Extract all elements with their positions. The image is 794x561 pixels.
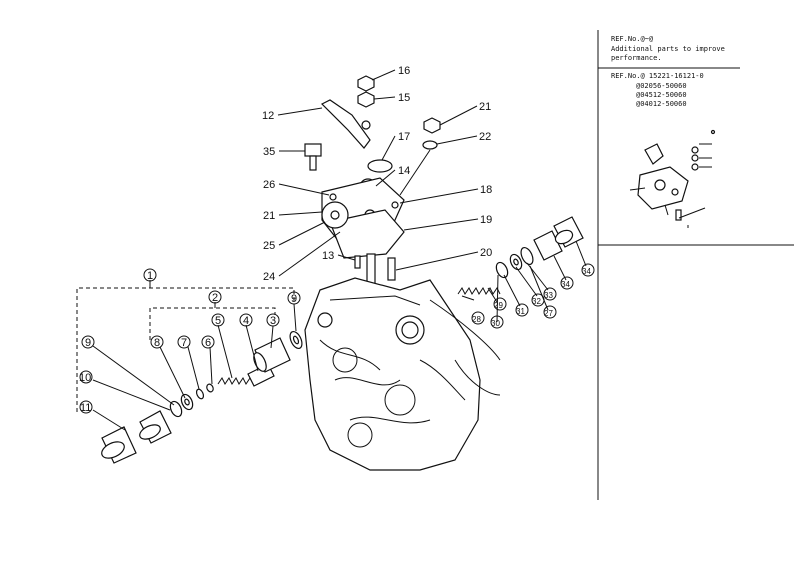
side-ref-head: REF.No.@ 15221-16121-0 [611, 72, 704, 80]
callout-circles [79, 263, 595, 414]
callout-17: 17 [398, 131, 410, 143]
callout-14: 14 [398, 165, 410, 177]
callout-labels: 1 2 5 4 3 9 9 8 7 6 10 11 12 35 26 21 25… [79, 65, 591, 414]
callout-33: 33 [544, 291, 553, 300]
callout-9-left: 9 [85, 337, 91, 349]
callout-32: 32 [532, 297, 541, 306]
callout-28: 28 [472, 315, 481, 324]
callout-9-right: 9 [291, 293, 297, 305]
side-ref-line3: @04512-50060 [636, 91, 687, 99]
callout-21-left: 21 [263, 210, 275, 222]
callout-29: 29 [494, 301, 503, 310]
pump-body [304, 277, 501, 471]
callout-26: 26 [263, 179, 275, 191]
callout-12: 12 [262, 110, 274, 122]
side-note-ref: REF.No.@~@ [611, 35, 654, 43]
callout-11: 11 [80, 402, 91, 414]
callout-4: 4 [243, 315, 249, 327]
callout-22: 22 [479, 131, 491, 143]
side-note-line2: performance. [611, 54, 662, 62]
top-cover-assembly [277, 69, 479, 301]
left-assembly [76, 280, 303, 464]
callout-34-right: 34 [582, 267, 591, 276]
callout-7: 7 [181, 337, 187, 349]
side-ref-line2: @02056-50060 [636, 82, 687, 90]
callout-25: 25 [263, 240, 275, 252]
callout-5: 5 [215, 315, 221, 327]
callout-2: 2 [212, 292, 218, 304]
callout-35: 35 [263, 146, 275, 158]
side-ref-line4: @04012-50060 [636, 100, 687, 108]
callout-13: 13 [322, 250, 334, 262]
callout-34-left: 34 [561, 280, 570, 289]
side-thumbnail-sketch [629, 129, 716, 228]
callout-3: 3 [270, 315, 276, 327]
callout-15: 15 [398, 92, 410, 104]
callout-1: 1 [147, 270, 153, 282]
callout-18: 18 [480, 184, 492, 196]
callout-31: 31 [516, 307, 525, 316]
callout-19: 19 [480, 214, 492, 226]
callout-27: 27 [544, 309, 553, 318]
callout-24: 24 [263, 271, 275, 283]
side-note-line1: Additional parts to improve [611, 45, 725, 53]
callout-21-right: 21 [479, 101, 491, 113]
right-assembly [457, 216, 587, 323]
callout-20: 20 [480, 247, 492, 259]
callout-6: 6 [205, 337, 211, 349]
callout-30: 30 [491, 319, 500, 328]
callout-16: 16 [398, 65, 410, 77]
callout-10: 10 [79, 372, 91, 384]
callout-8: 8 [154, 337, 160, 349]
side-panel: REF.No.@~@ Additional parts to improve p… [597, 30, 794, 500]
